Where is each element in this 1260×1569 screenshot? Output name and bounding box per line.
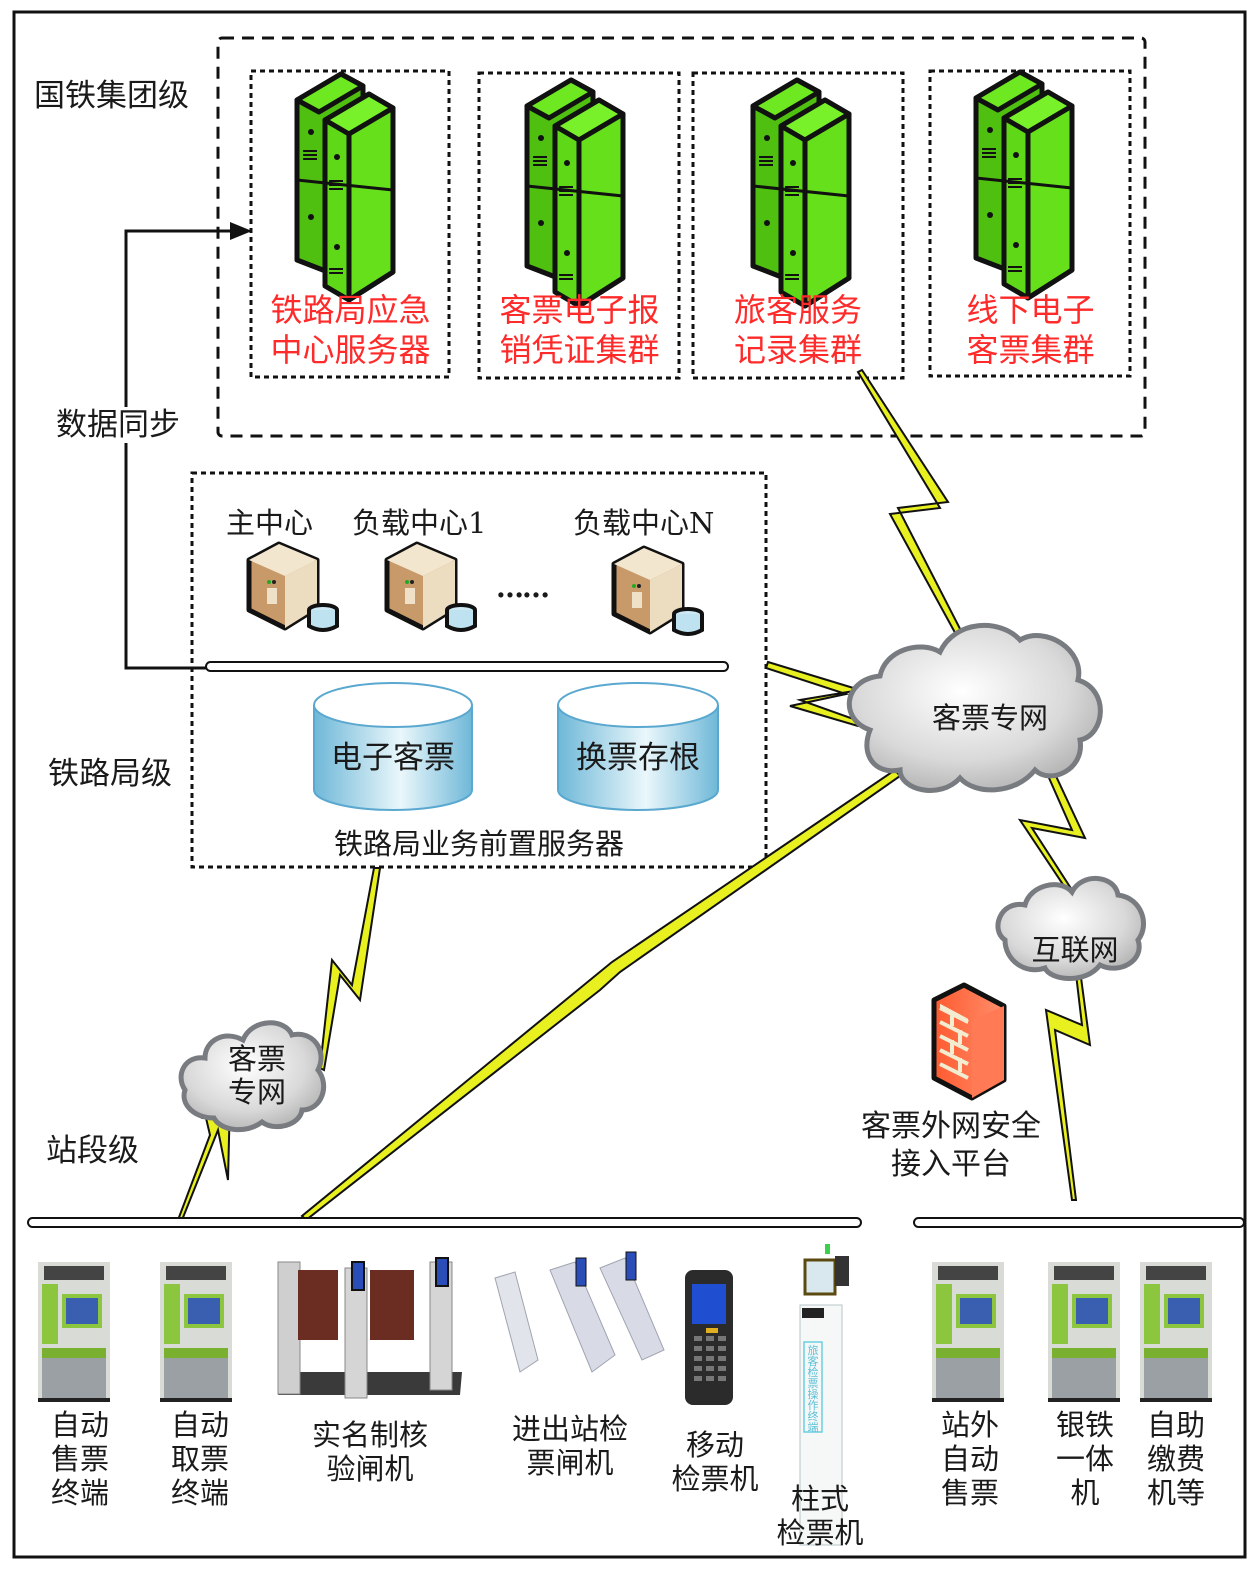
tier-label-group: 国铁集团级	[34, 78, 189, 114]
cluster-label: 线下电子客票集群	[966, 291, 1095, 369]
tier-label-station: 站段级	[46, 1133, 139, 1169]
handheld-scanner-icon	[685, 1270, 733, 1405]
bank-rail-machine-icon	[1048, 1262, 1120, 1402]
device-label: 实名制核验闸机	[311, 1418, 428, 1486]
data-sync-label: 数据同步	[56, 407, 180, 443]
server-cluster-icon	[297, 74, 393, 300]
device-label: 柱式检票机	[776, 1482, 864, 1550]
bureau-frontend-server-caption: 铁路局业务前置服务器	[333, 827, 624, 861]
cloud-icon-main	[846, 622, 1103, 793]
pillar-ticket-checker-icon	[799, 1244, 849, 1546]
db-label-exchange-stub: 换票存根	[576, 740, 700, 776]
lightning-link-icon	[318, 867, 382, 1072]
device-label: 自动售票终端	[50, 1408, 109, 1510]
real-name-gate-icon	[277, 1257, 462, 1399]
cloud-label-main: 客票专网	[931, 701, 1048, 735]
ellipsis: ……	[496, 571, 550, 604]
cluster-box-1	[249, 69, 451, 379]
ticket-vending-machine-icon	[38, 1262, 110, 1402]
load-center-1-server-icon	[387, 544, 475, 630]
firewall-label: 客票外网安全接入平台	[861, 1109, 1041, 1182]
station-network-bus	[27, 1217, 862, 1228]
database-icon	[557, 682, 719, 811]
external-network-bus	[913, 1217, 1245, 1228]
device-label: 自动取票终端	[170, 1408, 229, 1510]
device-label: 自助缴费机等	[1146, 1408, 1205, 1510]
cloud-icon-local	[178, 1020, 327, 1133]
main-center-server-icon	[249, 544, 337, 630]
load-center-n-label: 负载中心N	[573, 506, 715, 540]
bureau-network-bus	[205, 661, 729, 672]
offsite-vending-machine-icon	[932, 1262, 1004, 1402]
arrow-head-icon	[230, 222, 252, 240]
self-payment-machine-icon	[1140, 1262, 1212, 1402]
firewall-icon	[931, 982, 1007, 1101]
device-label: 进出站检票闸机	[511, 1412, 628, 1480]
data-sync-line	[124, 229, 240, 670]
cloud-label-internet: 互联网	[1031, 933, 1119, 967]
device-label: 移动检票机	[671, 1428, 759, 1496]
main-center-label: 主中心	[226, 506, 314, 540]
cluster-label: 客票电子报销凭证集群	[499, 291, 660, 369]
cloud-label-local: 客票专网	[227, 1042, 286, 1109]
bureau-container	[190, 471, 768, 869]
lightning-link-icon	[856, 368, 977, 662]
cluster-box-4	[928, 69, 1132, 378]
server-cluster-icon	[527, 80, 623, 306]
lightning-link-icon	[764, 660, 864, 728]
entry-exit-gate-icon	[494, 1251, 665, 1373]
server-cluster-icon	[976, 72, 1072, 298]
group-level-container	[216, 36, 1147, 438]
database-icon	[313, 682, 473, 811]
pillar-checker-side-text: 旅客检票操作终端	[807, 1344, 819, 1434]
outer-frame	[12, 10, 1247, 1559]
device-label: 银铁一体机	[1055, 1408, 1114, 1510]
cloud-icon-internet	[995, 875, 1146, 981]
cluster-label: 铁路局应急中心服务器	[270, 291, 431, 369]
cluster-box-2	[477, 71, 681, 380]
load-center-1-label: 负载中心1	[352, 506, 487, 540]
ticket-pickup-machine-icon	[160, 1262, 232, 1402]
load-center-n-server-icon	[614, 548, 702, 634]
server-cluster-icon	[753, 80, 849, 306]
device-label: 站外自动售票	[940, 1408, 999, 1510]
cluster-label: 旅客服务记录集群	[733, 291, 862, 369]
tier-label-bureau: 铁路局级	[48, 756, 172, 792]
db-label-eticket: 电子客票	[331, 740, 455, 776]
cluster-box-3	[691, 71, 905, 380]
